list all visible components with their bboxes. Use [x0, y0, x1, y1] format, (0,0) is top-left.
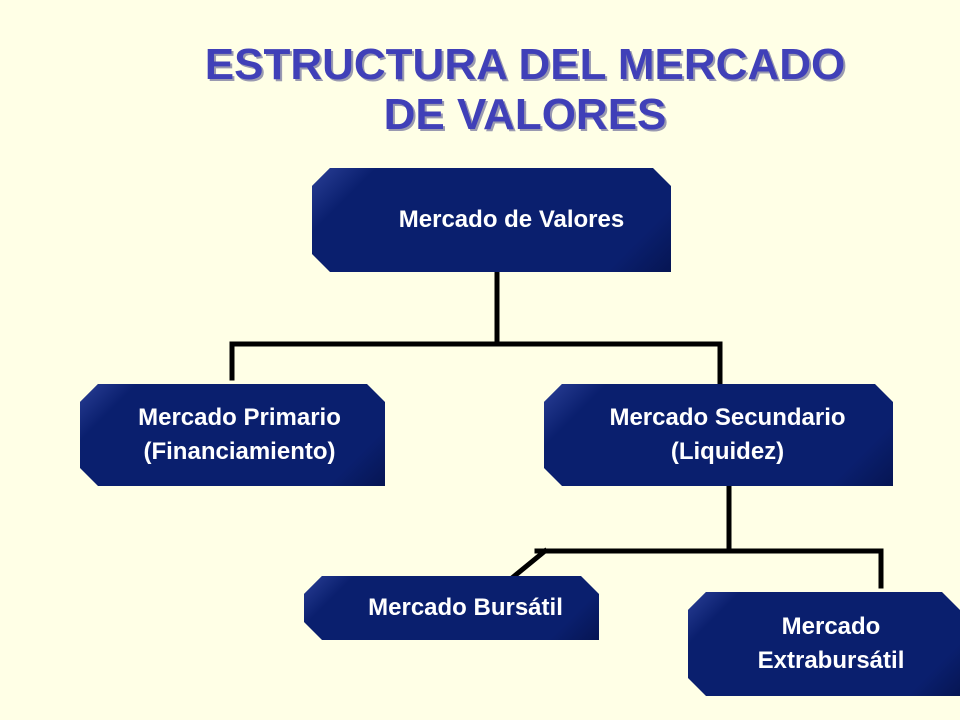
node-mercado-primario-line2: (Financiamiento) [143, 438, 336, 465]
node-mercado-extrabursatil: Mercado Extrabursátil [688, 592, 960, 696]
node-mercado-secundario-line1: Mercado Secundario [609, 404, 846, 431]
node-mercado-bursatil-label: Mercado Bursátil [368, 594, 563, 621]
node-mercado-de-valores-label: Mercado de Valores [398, 206, 625, 233]
title-line-2: DE VALORES [383, 90, 667, 139]
node-mercado-extrabursatil-line1: Mercado [781, 613, 881, 640]
node-mercado-secundario-line2: (Liquidez) [670, 438, 785, 465]
node-mercado-de-valores: Mercado de Valores [312, 168, 671, 272]
connector-to-bursatil [508, 547, 549, 582]
node-mercado-bursatil: Mercado Bursátil [304, 576, 599, 640]
node-mercado-secundario: Mercado Secundario (Liquidez) [544, 384, 893, 486]
title-line-1: ESTRUCTURA DEL MERCADO [204, 40, 846, 89]
node-mercado-primario: Mercado Primario (Financiamiento) [80, 384, 385, 486]
node-mercado-extrabursatil-line2: Extrabursátil [757, 647, 905, 674]
page-title: ESTRUCTURA DEL MERCADO DE VALORES [0, 40, 960, 140]
node-mercado-primario-line1: Mercado Primario [138, 404, 341, 431]
